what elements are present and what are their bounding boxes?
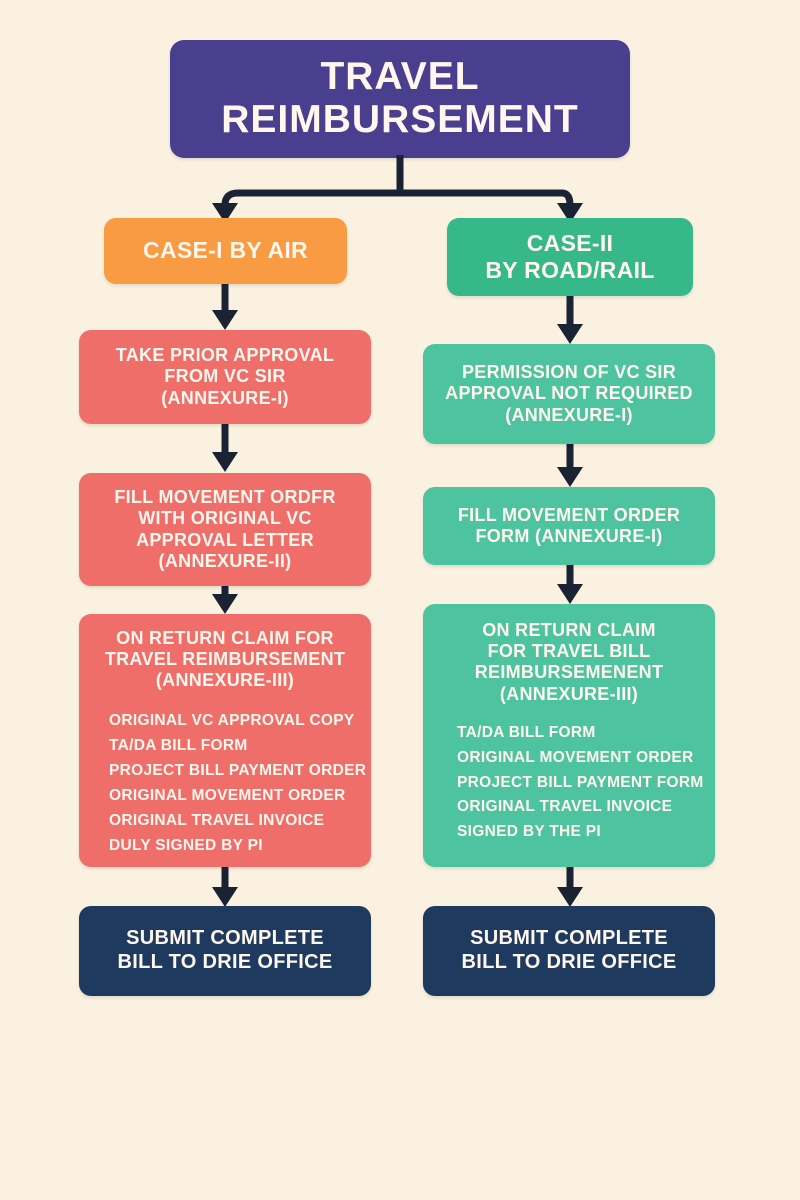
list-item: TA/DA BILL FORM bbox=[457, 723, 596, 741]
left-step-3-line-3: (ANNEXURE-III) bbox=[155, 670, 295, 691]
right-step-1-node: PERMISSION OF VC SIR APPROVAL NOT REQUIR… bbox=[423, 344, 715, 444]
arrow-right-step-3-to-submit bbox=[557, 867, 583, 907]
left-step-3-line-2: TRAVEL REIMBURSEMENT bbox=[104, 649, 346, 670]
left-step-3-node: ON RETURN CLAIM FOR TRAVEL REIMBURSEMENT… bbox=[79, 614, 371, 867]
title-lines: TRAVEL REIMBURSEMENT bbox=[180, 55, 620, 142]
left-submit-line-1: SUBMIT COMPLETE bbox=[126, 927, 324, 950]
right-step-2-line-1: FILL MOVEMENT ORDER bbox=[457, 504, 681, 525]
left-step-2-line-1: FILL MOVEMENT ORDFR bbox=[114, 487, 336, 508]
left-step-1-node: TAKE PRIOR APPROVAL FROM VC SIR (ANNEXUR… bbox=[79, 330, 371, 424]
list-item: ORIGINAL TRAVEL INVOICE bbox=[457, 798, 673, 816]
arrow-right-step-1-to-2 bbox=[557, 444, 583, 487]
right-step-1-lines: PERMISSION OF VC SIR APPROVAL NOT REQUIR… bbox=[433, 362, 705, 426]
arrow-right-step-2-to-3 bbox=[557, 565, 583, 604]
left-step-1-line-3: (ANNEXURE-I) bbox=[161, 387, 289, 408]
right-step-3-lines: ON RETURN CLAIM FOR TRAVEL BILL REIMBURS… bbox=[433, 620, 705, 705]
list-item: PROJECT BILL PAYMENT ORDER bbox=[109, 761, 367, 779]
left-step-1-lines: TAKE PRIOR APPROVAL FROM VC SIR (ANNEXUR… bbox=[89, 345, 361, 409]
right-step-1-line-1: PERMISSION OF VC SIR bbox=[461, 362, 677, 383]
left-step-2-lines: FILL MOVEMENT ORDFR WITH ORIGINAL VC APP… bbox=[89, 487, 361, 572]
list-item: PROJECT BILL PAYMENT FORM bbox=[457, 773, 704, 791]
left-document-list: ORIGINAL VC APPROVAL COPY TA/DA BILL FOR… bbox=[89, 708, 367, 859]
case-ii-header-line-1: CASE-II bbox=[526, 229, 614, 256]
left-submit-node: SUBMIT COMPLETE BILL TO DRIE OFFICE bbox=[79, 906, 371, 996]
case-ii-header-lines: CASE-II BY ROAD/RAIL bbox=[457, 230, 683, 284]
right-step-3-line-2: FOR TRAVEL BILL bbox=[487, 641, 651, 662]
list-item: ORIGINAL MOVEMENT ORDER bbox=[457, 748, 694, 766]
arrow-left-step-3-to-submit bbox=[212, 867, 238, 907]
left-step-2-line-2: WITH ORIGINAL VC bbox=[138, 508, 312, 529]
list-item: DULY SIGNED BY PI bbox=[109, 837, 263, 855]
left-step-2-line-4: (ANNEXURE-II) bbox=[158, 550, 292, 571]
right-submit-node: SUBMIT COMPLETE BILL TO DRIE OFFICE bbox=[423, 906, 715, 996]
branch-connector bbox=[212, 155, 583, 223]
left-step-1-line-1: TAKE PRIOR APPROVAL bbox=[115, 345, 335, 366]
right-submit-line-1: SUBMIT COMPLETE bbox=[470, 927, 668, 950]
list-item: ORIGINAL MOVEMENT ORDER bbox=[109, 787, 346, 805]
left-step-2-line-3: APPROVAL LETTER bbox=[136, 529, 314, 550]
list-item: SIGNED BY THE PI bbox=[457, 823, 602, 841]
right-step-3-node: ON RETURN CLAIM FOR TRAVEL BILL REIMBURS… bbox=[423, 604, 715, 867]
flowchart-title-node: TRAVEL REIMBURSEMENT bbox=[170, 40, 630, 158]
list-item: TA/DA BILL FORM bbox=[109, 736, 248, 754]
right-submit-line-2: BILL TO DRIE OFFICE bbox=[461, 951, 677, 973]
left-step-3-lines: ON RETURN CLAIM FOR TRAVEL REIMBURSEMENT… bbox=[89, 628, 361, 692]
left-step-2-node: FILL MOVEMENT ORDFR WITH ORIGINAL VC APP… bbox=[79, 473, 371, 586]
left-submit-line-2: BILL TO DRIE OFFICE bbox=[117, 951, 333, 973]
case-i-header-lines: CASE-I BY AIR bbox=[114, 237, 337, 264]
right-step-1-line-3: (ANNEXURE-I) bbox=[505, 404, 633, 425]
list-item: ORIGINAL VC APPROVAL COPY bbox=[109, 711, 355, 729]
right-submit-lines: SUBMIT COMPLETE BILL TO DRIE OFFICE bbox=[433, 927, 705, 974]
arrow-left-step-2-to-3 bbox=[212, 586, 238, 614]
title-line-2: REIMBURSEMENT bbox=[221, 98, 579, 141]
case-i-header-node: CASE-I BY AIR bbox=[104, 218, 347, 284]
arrow-case-ii-to-step-1 bbox=[557, 296, 583, 344]
right-step-2-lines: FILL MOVEMENT ORDER FORM (ANNEXURE-I) bbox=[433, 505, 705, 547]
left-submit-lines: SUBMIT COMPLETE BILL TO DRIE OFFICE bbox=[89, 927, 361, 974]
right-step-2-line-2: FORM (ANNEXURE-I) bbox=[475, 526, 663, 546]
right-document-list: TA/DA BILL FORM ORIGINAL MOVEMENT ORDER … bbox=[433, 721, 705, 845]
left-step-3-line-1: ON RETURN CLAIM FOR bbox=[116, 628, 334, 648]
right-step-3-line-3: REIMBURSEMENENT bbox=[474, 662, 664, 683]
arrow-left-step-1-to-2 bbox=[212, 424, 238, 472]
case-ii-header-line-2: BY ROAD/RAIL bbox=[485, 257, 655, 283]
left-step-1-line-2: FROM VC SIR bbox=[164, 366, 286, 387]
case-i-header-line-1: CASE-I BY AIR bbox=[143, 237, 308, 264]
title-line-1: TRAVEL bbox=[320, 55, 480, 99]
right-step-3-line-1: ON RETURN CLAIM bbox=[482, 620, 656, 640]
right-step-1-line-2: APPROVAL NOT REQUIRED bbox=[445, 383, 693, 404]
right-step-3-line-4: (ANNEXURE-III) bbox=[499, 683, 639, 704]
right-step-2-node: FILL MOVEMENT ORDER FORM (ANNEXURE-I) bbox=[423, 487, 715, 565]
list-item: ORIGINAL TRAVEL INVOICE bbox=[109, 812, 325, 830]
arrow-case-i-to-step-1 bbox=[212, 284, 238, 330]
case-ii-header-node: CASE-II BY ROAD/RAIL bbox=[447, 218, 693, 296]
